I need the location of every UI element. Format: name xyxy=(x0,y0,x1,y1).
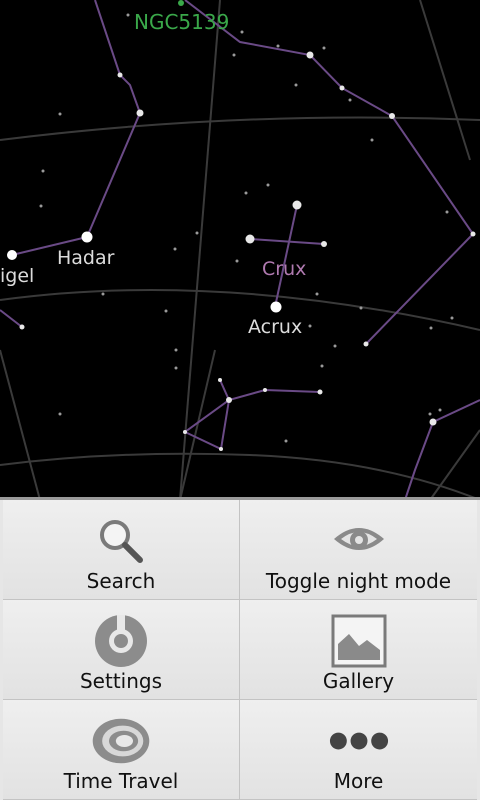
menu-item-time-travel[interactable]: Time Travel xyxy=(3,700,240,800)
more-icon xyxy=(329,714,389,768)
gallery-icon xyxy=(329,614,389,668)
menu-item-label: Settings xyxy=(79,669,163,693)
eye-icon xyxy=(329,514,389,568)
menu-item-search[interactable]: Search xyxy=(3,500,240,600)
time-travel-icon xyxy=(91,714,151,768)
menu-item-label: Toggle night mode xyxy=(265,569,452,593)
menu-item-settings[interactable]: Settings xyxy=(3,600,240,700)
options-menu-grid: Search Toggle night mode xyxy=(3,500,477,800)
menu-item-more[interactable]: More xyxy=(240,700,477,800)
label-hadar: Hadar xyxy=(57,247,115,269)
bright-stars xyxy=(7,0,476,451)
options-menu: Search Toggle night mode xyxy=(0,497,480,800)
menu-item-toggle-night-mode[interactable]: Toggle night mode xyxy=(240,500,477,600)
search-icon xyxy=(91,514,151,568)
label-rigel: igel xyxy=(0,265,34,287)
coordinate-grid xyxy=(0,0,480,501)
label-acrux: Acrux xyxy=(248,316,302,338)
settings-icon xyxy=(91,614,151,668)
menu-item-gallery[interactable]: Gallery xyxy=(240,600,477,700)
label-crux: Crux xyxy=(262,258,306,280)
label-ngc5139: NGC5139 xyxy=(134,10,229,34)
menu-item-label: Gallery xyxy=(322,669,395,693)
menu-item-label: Time Travel xyxy=(63,769,179,793)
menu-item-label: Search xyxy=(86,569,156,593)
background-stars xyxy=(39,13,454,443)
menu-item-label: More xyxy=(333,769,384,793)
